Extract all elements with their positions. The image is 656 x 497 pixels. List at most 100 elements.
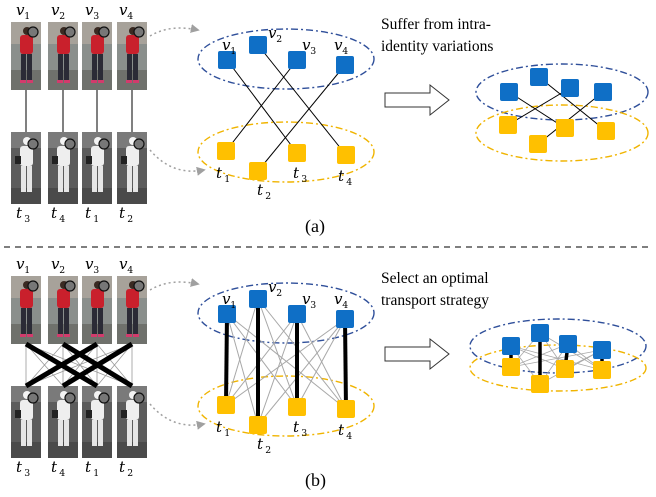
note-line-1: Select an optimal: [381, 270, 489, 287]
graph-edge: [226, 313, 259, 426]
photo-bottom-label-base: t: [85, 204, 92, 222]
graph-t-label-base: t: [338, 421, 345, 439]
graph-v-label-base: v: [334, 36, 343, 54]
graph-t-label-base: t: [293, 418, 300, 436]
graph-edge: [296, 318, 346, 408]
result-thermal-ellipse: [469, 344, 647, 392]
result-visible-node: [559, 335, 577, 353]
result-thermal-node: [499, 116, 517, 134]
result-visible-node: [502, 337, 520, 355]
graph-t-label-base: t: [216, 418, 223, 436]
graph-t-label-base: t: [257, 435, 264, 453]
visible-node: [218, 51, 236, 69]
graph-edge: [257, 298, 298, 408]
result-edge: [510, 349, 603, 368]
photo-link: [96, 343, 133, 387]
panel-caption: (b): [305, 470, 326, 491]
result-edge: [538, 76, 607, 132]
photo-bottom-label-sub: 2: [127, 214, 133, 225]
note-line-2: transport strategy: [381, 292, 489, 309]
graph-v-label-base: v: [334, 290, 343, 308]
photo-marker: [133, 26, 145, 38]
graph-v-label-base: v: [268, 278, 277, 296]
photo-top-label-sub: 2: [59, 11, 65, 22]
graph-edge: [257, 318, 346, 426]
result-thermal-ellipse: [475, 104, 649, 162]
photo-top-label-base: v: [51, 255, 60, 273]
photo-bottom-label-base: t: [119, 458, 126, 476]
transition-arrow: [384, 337, 450, 371]
graph-t-label-base: t: [216, 164, 223, 182]
thermal-node: [337, 146, 355, 164]
thermal-ellipse: [197, 375, 375, 437]
photo-top-label-base: v: [119, 255, 128, 273]
thermal-node: [288, 398, 306, 416]
photo-bottom-label-base: t: [51, 458, 58, 476]
photo-marker: [27, 392, 39, 404]
graph-t-label-sub: 1: [224, 174, 230, 185]
photo-link-matched: [24, 341, 99, 389]
graph-t-label-sub: 4: [346, 177, 352, 188]
photo-marker: [27, 138, 39, 150]
photo-top-label-sub: 3: [93, 265, 99, 276]
graph-t-label-sub: 2: [265, 445, 271, 456]
graph-t-label-base: t: [293, 164, 300, 182]
result-edge: [507, 87, 571, 126]
graph-t-label-base: t: [257, 181, 264, 199]
graph-v-label-base: v: [222, 290, 231, 308]
result-edge: [510, 345, 603, 371]
photo-marker: [64, 138, 76, 150]
graph-edge-optimal: [224, 313, 229, 406]
result-thermal-node: [556, 360, 574, 378]
visible-node: [336, 56, 354, 74]
graph-v-label-base: v: [222, 36, 231, 54]
photo-marker: [27, 280, 39, 292]
graph-v-label-sub: 1: [230, 300, 236, 311]
visible-ellipse: [197, 282, 375, 344]
photo-bottom-label-sub: 1: [93, 214, 99, 225]
result-edge: [537, 91, 604, 145]
thermal-node: [217, 142, 235, 160]
visible-node: [218, 305, 236, 323]
photo-top-label-sub: 4: [127, 265, 133, 276]
result-visible-node: [531, 324, 549, 342]
photo-top-label-base: v: [85, 255, 94, 273]
graph-edge: [225, 313, 298, 406]
photo-bottom-label-sub: 4: [59, 468, 65, 479]
result-thermal-node: [531, 375, 549, 393]
visible-ellipse: [197, 28, 375, 90]
photo-bottom-label-sub: 3: [24, 468, 30, 479]
photo-marker: [133, 138, 145, 150]
photo-marker: [64, 26, 76, 38]
graph-edge-optimal: [343, 318, 348, 410]
photo-bottom-label-base: t: [16, 204, 23, 222]
result-visible-node: [594, 83, 612, 101]
graph-v-label-base: v: [302, 36, 311, 54]
photo-top-label-base: v: [51, 1, 60, 19]
connector-arrow: [149, 24, 200, 37]
result-edge: [508, 91, 566, 129]
graph-edge: [257, 298, 347, 410]
thermal-node: [249, 416, 267, 434]
graph-t-label-sub: 4: [346, 431, 352, 442]
